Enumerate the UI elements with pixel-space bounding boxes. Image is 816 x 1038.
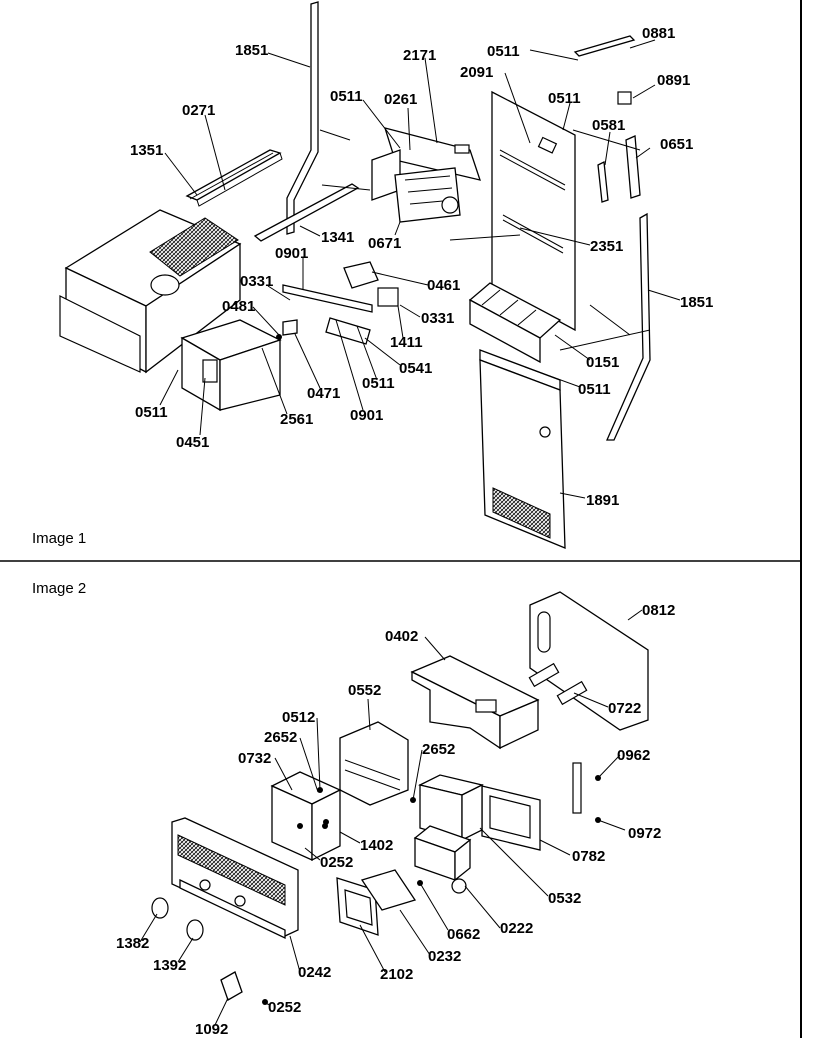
part-0812-bracket: [529, 591, 649, 731]
callout-1891: 1891: [586, 492, 619, 509]
callout-0552: 0552: [348, 682, 381, 699]
callout-0901: 0901: [350, 407, 383, 424]
part-1341-bar: [253, 183, 360, 242]
part-0962-bar: [572, 762, 582, 814]
callout-0222: 0222: [500, 920, 533, 937]
callout-2652: 2652: [422, 741, 455, 758]
part-0151-chute-tray: [468, 282, 562, 364]
callout-0242: 0242: [298, 964, 331, 981]
part-1411-block: [377, 287, 399, 307]
callout-0331: 0331: [421, 310, 454, 327]
part-0541-plate: [325, 317, 371, 345]
part-back-liner: [491, 90, 576, 332]
part-0471-clip: [282, 319, 298, 336]
callout-0812: 0812: [642, 602, 675, 619]
part-0461-motor: [343, 261, 379, 289]
callout-2171: 2171: [403, 47, 436, 64]
part-0722-spacer-2: [556, 680, 588, 706]
part-1851-left-rail: [286, 1, 319, 235]
image-2-exploded-view: [151, 591, 649, 1005]
callout-0532: 0532: [548, 890, 581, 907]
panel-caption-image-1: Image 1: [32, 530, 86, 547]
part-1382-knob: [151, 897, 169, 919]
callout-1092: 1092: [195, 1021, 228, 1038]
callout-0512: 0512: [282, 709, 315, 726]
callout-0962: 0962: [617, 747, 650, 764]
callout-1382: 1382: [116, 935, 149, 952]
part-0581-bracket: [597, 160, 609, 203]
part-0481-screw: [276, 334, 282, 340]
callout-2351: 2351: [590, 238, 623, 255]
callout-0511: 0511: [330, 88, 363, 105]
part-0252-screw-2: [322, 823, 328, 829]
part-0722-spacer: [528, 662, 560, 688]
part-0891-block: [617, 91, 632, 105]
callout-1402: 1402: [360, 837, 393, 854]
callout-0671: 0671: [368, 235, 401, 252]
part-0232-clip: [360, 869, 417, 911]
part-0242-fascia: [171, 817, 299, 940]
part-0901-rail: [282, 284, 373, 313]
part-0552-bracket: [339, 721, 409, 806]
callout-0581: 0581: [592, 117, 625, 134]
callout-0651: 0651: [660, 136, 693, 153]
image-2-callouts: 0812 0402 0722 0552 0512 2652 2652 0732 …: [116, 602, 675, 1038]
callout-0261: 0261: [384, 91, 417, 108]
callout-0252: 0252: [320, 854, 353, 871]
part-1891-front-panel: [479, 349, 566, 549]
callout-0511: 0511: [487, 43, 520, 60]
callout-0471: 0471: [307, 385, 340, 402]
part-1092-bracket: [220, 971, 243, 1001]
callout-0511: 0511: [362, 375, 395, 392]
callout-0271: 0271: [182, 102, 215, 119]
callout-0252: 0252: [268, 999, 301, 1016]
callout-2091: 2091: [460, 64, 493, 81]
part-1851-right-rail: [606, 212, 651, 441]
callout-0151: 0151: [586, 354, 619, 371]
callout-2652: 2652: [264, 729, 297, 746]
callout-2102: 2102: [380, 966, 413, 983]
callout-0662: 0662: [447, 926, 480, 943]
callout-1341: 1341: [321, 229, 354, 246]
part-1351-ice-bucket: [59, 209, 242, 374]
part-0222-motor: [413, 825, 472, 894]
callout-0541: 0541: [399, 360, 432, 377]
callout-0782: 0782: [572, 848, 605, 865]
callout-1851: 1851: [680, 294, 713, 311]
callout-0901: 0901: [275, 245, 308, 262]
callout-0891: 0891: [657, 72, 690, 89]
part-0651-strip: [625, 135, 641, 199]
image-1-callouts: 1851 2171 0511 0881 2091 0891 0271 0511 …: [130, 25, 713, 509]
part-0881-bracket: [573, 35, 636, 57]
callout-1411: 1411: [390, 334, 423, 351]
callout-0511: 0511: [578, 381, 611, 398]
part-1392-knob: [186, 919, 204, 941]
callout-0451: 0451: [176, 434, 209, 451]
panel-caption-image-2: Image 2: [32, 580, 86, 597]
callout-1392: 1392: [153, 957, 186, 974]
part-0451-housing: [180, 319, 282, 412]
callout-0511: 0511: [135, 404, 168, 421]
part-0261-icemaker: [371, 127, 481, 223]
callout-0402: 0402: [385, 628, 418, 645]
callout-0232: 0232: [428, 948, 461, 965]
callout-0972: 0972: [628, 825, 661, 842]
part-0402-housing: [410, 655, 540, 750]
callout-0481: 0481: [222, 298, 255, 315]
callout-0331: 0331: [240, 273, 273, 290]
callout-0722: 0722: [608, 700, 641, 717]
image-1-exploded-view: [59, 1, 651, 549]
part-0732-module: [270, 771, 342, 862]
callout-0732: 0732: [238, 750, 271, 767]
callout-0511: 0511: [548, 90, 581, 107]
callout-1851: 1851: [235, 42, 268, 59]
callout-0881: 0881: [642, 25, 675, 42]
leader-lines: [139, 39, 681, 1026]
callout-1351: 1351: [130, 142, 163, 159]
callout-0461: 0461: [427, 277, 460, 294]
callout-2561: 2561: [280, 411, 313, 428]
